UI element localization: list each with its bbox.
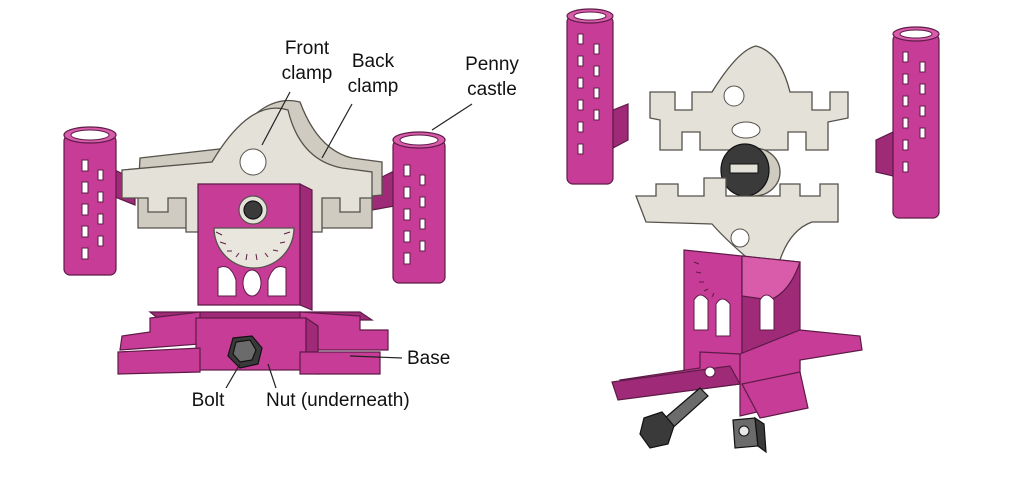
nut-icon: [732, 416, 767, 454]
label-front-clamp: Front clamp: [261, 38, 333, 146]
upright: [197, 183, 313, 311]
svg-text:Base: Base: [407, 348, 450, 369]
protractor-ticks-exploded: [693, 261, 715, 298]
svg-text:Nut (underneath): Nut (underneath): [266, 390, 410, 411]
penny-castle-right: [371, 131, 446, 284]
label-nut: Nut (underneath): [266, 363, 410, 411]
svg-text:Front: Front: [285, 38, 330, 59]
penny-icon: [720, 143, 781, 197]
protractor-ticks: [215, 231, 291, 261]
label-base: Base: [349, 348, 450, 369]
penny-castle-left: [63, 126, 136, 276]
svg-text:Back: Back: [352, 51, 395, 72]
svg-text:castle: castle: [467, 79, 517, 100]
penny-castle-exploded-right: [875, 26, 940, 219]
lower-clamp-exploded: [635, 177, 839, 263]
label-penny-castle: Penny castle: [431, 54, 519, 131]
svg-text:clamp: clamp: [282, 63, 333, 84]
svg-text:clamp: clamp: [348, 76, 399, 97]
penny-castle-exploded-left: [566, 8, 629, 185]
bolt-icon: [639, 387, 709, 449]
label-bolt: Bolt: [192, 363, 241, 411]
svg-text:Bolt: Bolt: [192, 390, 225, 411]
exploded-view: [566, 8, 940, 454]
svg-text:Penny: Penny: [465, 54, 519, 75]
label-back-clamp: Back clamp: [321, 51, 399, 159]
assembled-view: Front clamp Back clamp Penny castle Base…: [63, 38, 519, 411]
base: [117, 311, 389, 375]
base-exploded: [611, 329, 863, 419]
